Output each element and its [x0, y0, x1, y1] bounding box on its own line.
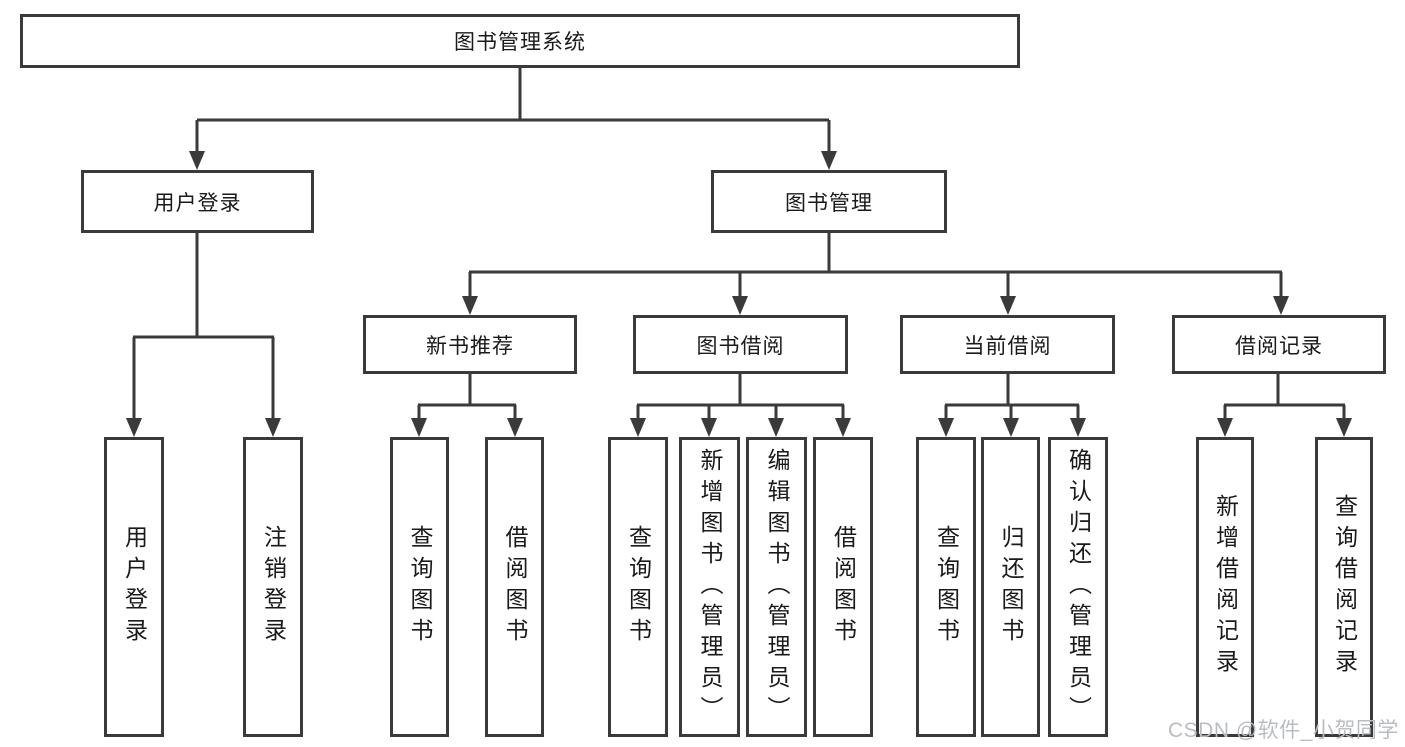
node-label: 查询图书 [625, 525, 652, 649]
node-label: 借阅图书 [830, 525, 857, 649]
node-label: 确认归还（管理员） [1065, 447, 1092, 727]
node-label: 图书管理 [785, 191, 873, 215]
node-user-login: 用户登录 [81, 170, 314, 233]
leaf-query-borrow-record: 查询借阅记录 [1315, 437, 1373, 737]
leaf-query-books-borrow: 查询图书 [608, 437, 668, 737]
node-label: 用户登录 [121, 525, 148, 649]
node-label: 注销登录 [260, 525, 287, 649]
node-label: 当前借阅 [963, 334, 1052, 358]
node-label: 新增借阅记录 [1212, 494, 1239, 680]
node-label: 借阅记录 [1235, 334, 1323, 358]
leaf-borrow-books-recommend: 借阅图书 [485, 437, 544, 737]
node-label: 查询图书 [407, 525, 433, 649]
node-borrow-records: 借阅记录 [1172, 315, 1386, 374]
node-book-management: 图书管理 [711, 170, 947, 233]
node-label: 查询借阅记录 [1331, 494, 1358, 680]
csdn-watermark: CSDN @软件_小贺同学 [1168, 719, 1399, 742]
leaf-add-borrow-record: 新增借阅记录 [1196, 437, 1254, 737]
node-label: 借阅图书 [502, 525, 528, 649]
leaf-confirm-return-admin: 确认归还（管理员） [1048, 437, 1108, 737]
leaf-borrow-books: 借阅图书 [813, 437, 873, 737]
leaf-edit-book-admin: 编辑图书（管理员） [746, 437, 807, 737]
node-label: 新书推荐 [426, 334, 514, 358]
node-label: 查询图书 [933, 525, 960, 649]
node-library-system: 图书管理系统 [20, 14, 1020, 68]
node-book-borrow: 图书借阅 [633, 315, 848, 374]
leaf-query-books-recommend: 查询图书 [390, 437, 449, 737]
node-current-borrow: 当前借阅 [900, 315, 1115, 374]
node-label: 归还图书 [998, 525, 1024, 649]
leaf-add-book-admin: 新增图书（管理员） [679, 437, 740, 737]
node-label: 用户登录 [153, 191, 242, 215]
leaf-user-login: 用户登录 [104, 437, 164, 737]
node-label: 图书管理系统 [454, 31, 586, 54]
node-label: 图书借阅 [696, 334, 785, 358]
leaf-logout: 注销登录 [243, 437, 303, 737]
node-new-book-recommend: 新书推荐 [363, 315, 577, 374]
leaf-query-books-current: 查询图书 [916, 437, 976, 737]
node-label: 新增图书（管理员） [697, 447, 723, 727]
node-label: 编辑图书（管理员） [764, 447, 790, 727]
leaf-return-books: 归还图书 [981, 437, 1040, 737]
